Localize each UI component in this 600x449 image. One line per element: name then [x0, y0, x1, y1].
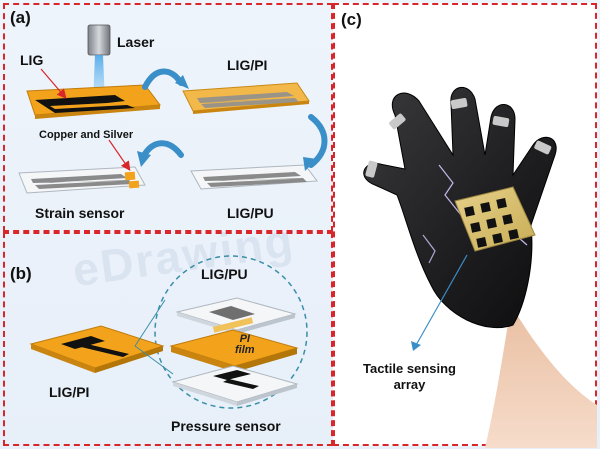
- laser-head: [87, 24, 111, 56]
- panel-a: (a) Laser LIG LIG/PI Copper and Silver S…: [3, 3, 333, 232]
- lig-electrode-b: [61, 336, 129, 357]
- wrist: [485, 305, 597, 448]
- panel-c-label: (c): [341, 10, 362, 29]
- process-arrow-1-head: [175, 75, 189, 89]
- lig-pu-plate: [190, 164, 318, 190]
- process-arrow-1: [142, 68, 184, 90]
- lightning-1: [438, 164, 462, 216]
- tactile-line1: Tactile sensing: [363, 361, 456, 376]
- fingertip-sensor-4: [534, 140, 552, 155]
- zoom-circle: [154, 255, 308, 409]
- fingertip-sensor-3: [492, 115, 510, 127]
- panel-c-drawing: [363, 87, 597, 448]
- panel-a-drawing: [18, 24, 328, 194]
- process-arrow-3: [140, 140, 184, 160]
- pressure-sensor-label: Pressure sensor: [171, 418, 281, 434]
- top-pu-layer: [175, 297, 297, 334]
- panel-b-label: (b): [10, 264, 32, 283]
- tactile-array: [454, 186, 536, 252]
- fingertip-sensor-2: [450, 97, 468, 109]
- copper-silver-pointer: [108, 139, 131, 171]
- lig-pi-substrate: [29, 325, 165, 373]
- panel-b: (b) LIG/PU PI film LIG/PI Pressure senso…: [3, 232, 333, 446]
- tactile-pointer-head: [411, 341, 421, 351]
- lig-pattern: [35, 95, 135, 113]
- pi-film-layer: [169, 329, 299, 372]
- lig-label: LIG: [20, 52, 44, 68]
- panel-c: (c) Tactile sensing array: [333, 3, 597, 448]
- lig-pointer: [40, 68, 67, 99]
- process-arrow-2: [308, 114, 328, 168]
- laser-label: Laser: [117, 34, 155, 50]
- lightning-3: [422, 234, 436, 264]
- tactile-label: Tactile sensing array: [363, 361, 456, 393]
- pi-film-line1: PI: [239, 333, 250, 345]
- copper-contact: [124, 171, 136, 181]
- tactile-pointer: [414, 254, 468, 348]
- tactile-line2: array: [393, 377, 426, 392]
- zoom-line-1: [134, 299, 166, 347]
- lig-electrode-bottom: [213, 370, 259, 389]
- panel-b-drawing: [29, 255, 308, 409]
- pi-film-line2: film: [235, 344, 255, 356]
- copper-silver-label: Copper and Silver: [39, 129, 134, 141]
- pi-film-label: PI film: [235, 334, 255, 356]
- zoom-line-2: [134, 345, 174, 375]
- process-arrow-2-head: [303, 157, 317, 171]
- silver-contact: [128, 180, 140, 189]
- lig-pi-plate: [182, 82, 310, 114]
- fingertip-sensor-1: [389, 113, 406, 130]
- fingertip-sensor-5: [365, 160, 378, 178]
- bottom-pu-layer: [171, 365, 299, 406]
- lig-pi-label: LIG/PI: [227, 57, 268, 73]
- lig-pu-label-b: LIG/PU: [201, 266, 248, 282]
- lig-pu-label-a: LIG/PU: [227, 205, 274, 221]
- pi-plate-laser: [26, 84, 161, 119]
- strain-sensor-label: Strain sensor: [35, 205, 125, 221]
- process-arrow-3-head: [137, 151, 151, 167]
- panel-a-label: (a): [10, 8, 31, 27]
- strain-sensor-plate: [18, 166, 146, 194]
- lig-pi-label-b: LIG/PI: [49, 384, 90, 400]
